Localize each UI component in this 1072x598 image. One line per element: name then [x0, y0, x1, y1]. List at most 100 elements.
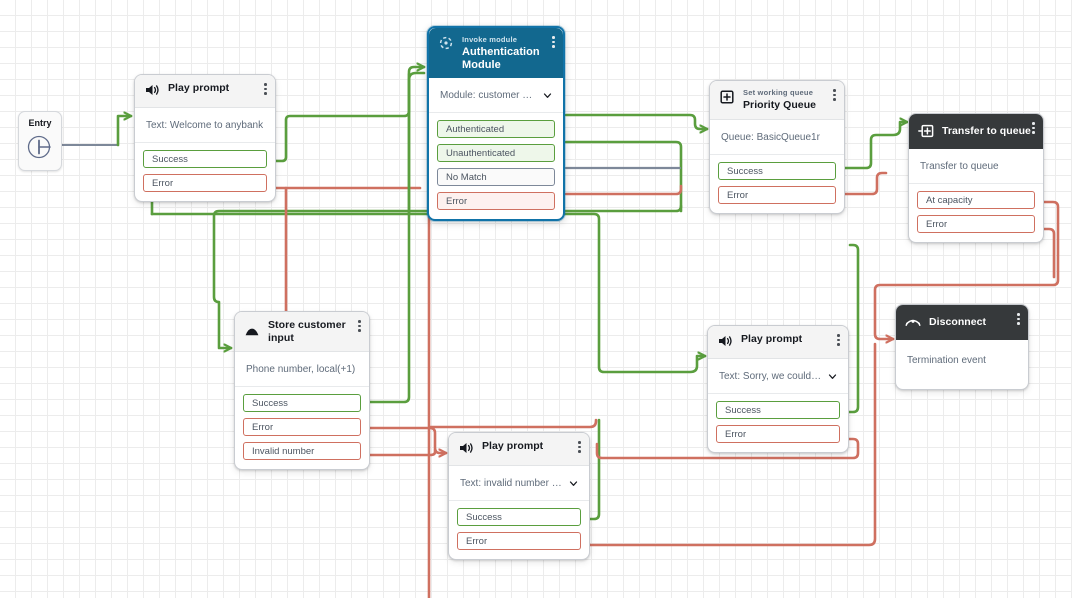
- node-type-label: Set working queue: [743, 88, 814, 97]
- node-authentication-module[interactable]: Invoke module Authentication Module Modu…: [427, 26, 565, 221]
- node-ports: Success Error: [710, 155, 844, 213]
- port-error[interactable]: Error: [437, 192, 555, 210]
- node-header[interactable]: Play prompt: [708, 326, 848, 359]
- node-ports: Success Error: [708, 394, 848, 452]
- node-header[interactable]: Play prompt: [135, 75, 275, 108]
- node-title: Transfer to queue: [942, 124, 1031, 137]
- transfer-queue-icon: [918, 124, 934, 138]
- port-success[interactable]: Success: [718, 161, 836, 180]
- node-body[interactable]: Termination event: [896, 340, 1028, 389]
- node-title: Priority Queue: [743, 99, 817, 111]
- node-disconnect[interactable]: Disconnect Termination event: [895, 304, 1029, 390]
- node-body[interactable]: Queue: BasicQueue1r: [710, 120, 844, 155]
- node-store-customer-input[interactable]: Store customer input Phone number, local…: [234, 311, 370, 470]
- wire-store-success-to-auth: [368, 71, 426, 404]
- node-menu-button[interactable]: [358, 320, 361, 332]
- chevron-down-icon[interactable]: [828, 372, 837, 381]
- node-body-text: Phone number, local(+1): [246, 364, 356, 375]
- node-priority-queue[interactable]: Set working queue Priority Queue Queue: …: [709, 80, 845, 214]
- port-unauthenticated[interactable]: Unauthenticated: [437, 144, 555, 162]
- node-body[interactable]: Text: Welcome to anybank: [135, 108, 275, 143]
- node-transfer-to-queue[interactable]: Transfer to queue Transfer to queue At c…: [908, 113, 1044, 243]
- node-body[interactable]: Phone number, local(+1): [235, 352, 369, 387]
- node-body-text: Text: Sorry, we could not...: [719, 371, 822, 382]
- node-play-prompt-welcome[interactable]: Play prompt Text: Welcome to anybank Suc…: [134, 74, 276, 202]
- port-error[interactable]: Error: [917, 215, 1035, 233]
- port-error[interactable]: Error: [718, 185, 836, 204]
- port-success[interactable]: Success: [716, 401, 840, 419]
- node-title: Play prompt: [482, 440, 544, 452]
- port-invalid-number[interactable]: Invalid number: [243, 442, 361, 460]
- entry-port-icon: [27, 135, 51, 159]
- wire-entry-elbow: [116, 116, 133, 147]
- node-body-text: Termination event: [907, 355, 986, 366]
- node-title: Disconnect: [929, 315, 987, 328]
- node-title: Play prompt: [168, 82, 230, 94]
- wire-welcome-success-to-auth: [270, 67, 426, 163]
- node-body[interactable]: Text: Sorry, we could not...: [708, 359, 848, 394]
- node-menu-button[interactable]: [837, 334, 840, 346]
- node-ports: Success Error Invalid number: [235, 387, 369, 469]
- wire-auth-authenticated-to-priority: [564, 113, 709, 129]
- node-body[interactable]: Transfer to queue: [909, 149, 1043, 184]
- module-icon: [439, 36, 453, 50]
- wire-priority-error: [843, 171, 888, 196]
- node-body-text: Text: invalid number or s...: [460, 478, 563, 489]
- port-error[interactable]: Error: [243, 418, 361, 436]
- node-ports: Success Error: [449, 501, 589, 559]
- hangup-icon: [905, 319, 921, 326]
- node-body-text: Transfer to queue: [920, 161, 999, 172]
- node-header[interactable]: Disconnect: [896, 305, 1028, 340]
- port-error[interactable]: Error: [143, 174, 267, 192]
- node-title: Store customer input: [268, 319, 346, 344]
- wire-store-error-to-invalid: [368, 426, 448, 453]
- set-queue-icon: [720, 90, 734, 104]
- port-no-match[interactable]: No Match: [437, 168, 555, 186]
- port-at-capacity[interactable]: At capacity: [917, 191, 1035, 209]
- chevron-down-icon[interactable]: [543, 91, 552, 100]
- wire-transfer-error-to-disconnect: [1042, 227, 1056, 279]
- node-header[interactable]: Play prompt: [449, 433, 589, 466]
- node-play-prompt-sorry[interactable]: Play prompt Text: Sorry, we could not...…: [707, 325, 849, 453]
- chevron-down-icon[interactable]: [569, 479, 578, 488]
- node-ports: At capacity Error: [909, 184, 1043, 242]
- node-play-prompt-invalid[interactable]: Play prompt Text: invalid number or s...…: [448, 432, 590, 560]
- wire-auth-error: [564, 184, 683, 196]
- node-body-text: Queue: BasicQueue1r: [721, 131, 820, 143]
- speaker-icon: [460, 443, 473, 453]
- wire-sorry-success: [847, 243, 860, 414]
- node-body[interactable]: Module: customer authen...: [429, 78, 563, 113]
- entry-label: Entry: [28, 118, 52, 128]
- node-ports: Authenticated Unauthenticated No Match E…: [429, 113, 563, 219]
- store-input-icon: [245, 328, 259, 335]
- node-menu-button[interactable]: [1017, 313, 1020, 325]
- node-menu-button[interactable]: [578, 441, 581, 453]
- node-body-text: Text: Welcome to anybank: [146, 120, 264, 131]
- wire-store-error-bus-right: [428, 418, 598, 429]
- node-title: Play prompt: [741, 333, 803, 345]
- node-menu-button[interactable]: [1032, 122, 1035, 134]
- node-header[interactable]: Transfer to queue: [909, 114, 1043, 149]
- node-ports: Success Error: [135, 143, 275, 201]
- port-success[interactable]: Success: [243, 394, 361, 412]
- node-header[interactable]: Set working queue Priority Queue: [710, 81, 844, 120]
- port-authenticated[interactable]: Authenticated: [437, 120, 555, 138]
- wire-store-invalid-to-invalid-prompt: [368, 448, 437, 457]
- node-body-text: Module: customer authen...: [440, 90, 537, 101]
- node-title: Authentication Module: [462, 46, 540, 71]
- port-error[interactable]: Error: [457, 532, 581, 550]
- speaker-icon: [146, 85, 159, 95]
- wire-priority-success-to-transfer: [843, 122, 909, 170]
- node-menu-button[interactable]: [264, 83, 267, 95]
- node-type-label: Invoke module: [462, 35, 518, 44]
- node-menu-button[interactable]: [833, 89, 836, 101]
- port-success[interactable]: Success: [143, 150, 267, 168]
- node-header[interactable]: Invoke module Authentication Module: [429, 28, 563, 78]
- node-body[interactable]: Text: invalid number or s...: [449, 466, 589, 501]
- port-success[interactable]: Success: [457, 508, 581, 526]
- node-header[interactable]: Store customer input: [235, 312, 369, 352]
- node-menu-button[interactable]: [552, 36, 555, 48]
- entry-node[interactable]: Entry: [18, 111, 62, 171]
- port-error[interactable]: Error: [716, 425, 840, 443]
